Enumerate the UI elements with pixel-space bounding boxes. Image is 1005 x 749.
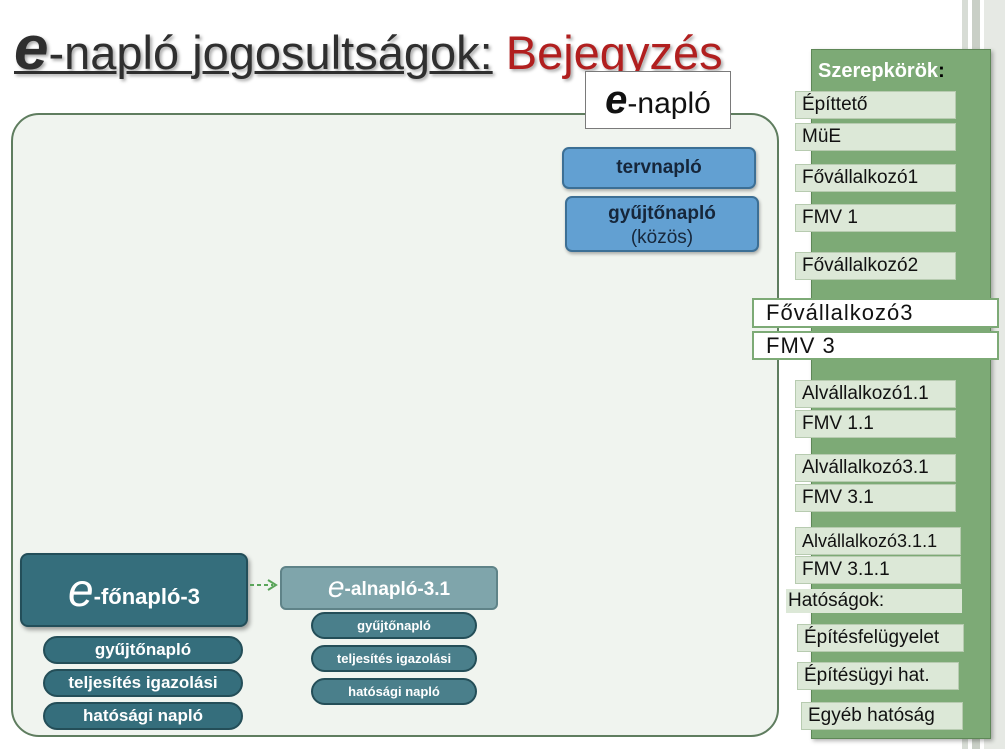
fonaplo-text: -főnapló-3 — [93, 584, 200, 609]
authority-item: Egyéb hatóság — [801, 702, 963, 730]
title-text: -napló jogosultságok: — [48, 26, 493, 79]
roles-title-text: Szerepkörök — [818, 60, 939, 82]
fonaplo-e: e — [68, 564, 94, 616]
role-item: MüE — [795, 123, 956, 151]
gyujtonaplo-kozos-label: gyűjtőnapló — [608, 203, 716, 224]
alnaplo-e: e — [327, 571, 345, 604]
role-item-highlighted: Fővállalkozó3 — [752, 298, 999, 328]
role-item: Fővállalkozó1 — [795, 164, 956, 192]
alnaplo-item: gyűjtőnapló — [311, 612, 477, 639]
fonaplo-item: hatósági napló — [43, 702, 243, 730]
enaplo-e: e — [605, 78, 628, 122]
title-highlight: Bejegyzés — [505, 26, 723, 79]
role-item: Építtető — [795, 91, 956, 119]
enaplo-label: e-napló — [585, 71, 731, 129]
enaplo-text: -napló — [627, 87, 711, 120]
dashed-arrow — [250, 579, 278, 591]
role-item: Fővállalkozó2 — [795, 252, 956, 280]
tervnaplo-box: tervnapló — [562, 147, 756, 189]
gyujtonaplo-kozos-box: gyűjtőnapló (közös) — [565, 196, 759, 252]
roles-title: Szerepkörök: — [818, 60, 945, 83]
fonaplo-item: gyűjtőnapló — [43, 636, 243, 664]
roles-title-colon: : — [938, 60, 945, 82]
fonaplo-item: teljesítés igazolási — [43, 669, 243, 697]
role-item: FMV 3.1.1 — [795, 556, 961, 584]
fonaplo-box: e-főnapló-3 — [20, 553, 248, 627]
alnaplo-text: -alnapló-3.1 — [344, 579, 451, 600]
page-title: e-napló jogosultságok: Bejegyzés — [14, 14, 723, 84]
role-item: FMV 1 — [795, 204, 956, 232]
role-item: Alvállalkozó3.1.1 — [795, 527, 961, 555]
role-item: Alvállalkozó3.1 — [795, 454, 956, 482]
alnaplo-box: e-alnapló-3.1 — [280, 566, 498, 610]
role-item: Alvállalkozó1.1 — [795, 380, 956, 408]
role-item: FMV 1.1 — [795, 410, 956, 438]
role-item-highlighted: FMV 3 — [752, 331, 999, 360]
title-e: e — [14, 14, 49, 83]
role-item: FMV 3.1 — [795, 484, 956, 512]
gyujtonaplo-kozos-note: (közös) — [630, 227, 694, 248]
authority-item: Építésfelügyelet — [797, 624, 964, 652]
alnaplo-item: hatósági napló — [311, 678, 477, 705]
authorities-title: Hatóságok: — [786, 589, 962, 613]
alnaplo-item: teljesítés igazolási — [311, 645, 477, 672]
authority-item: Építésügyi hat. — [797, 662, 959, 690]
